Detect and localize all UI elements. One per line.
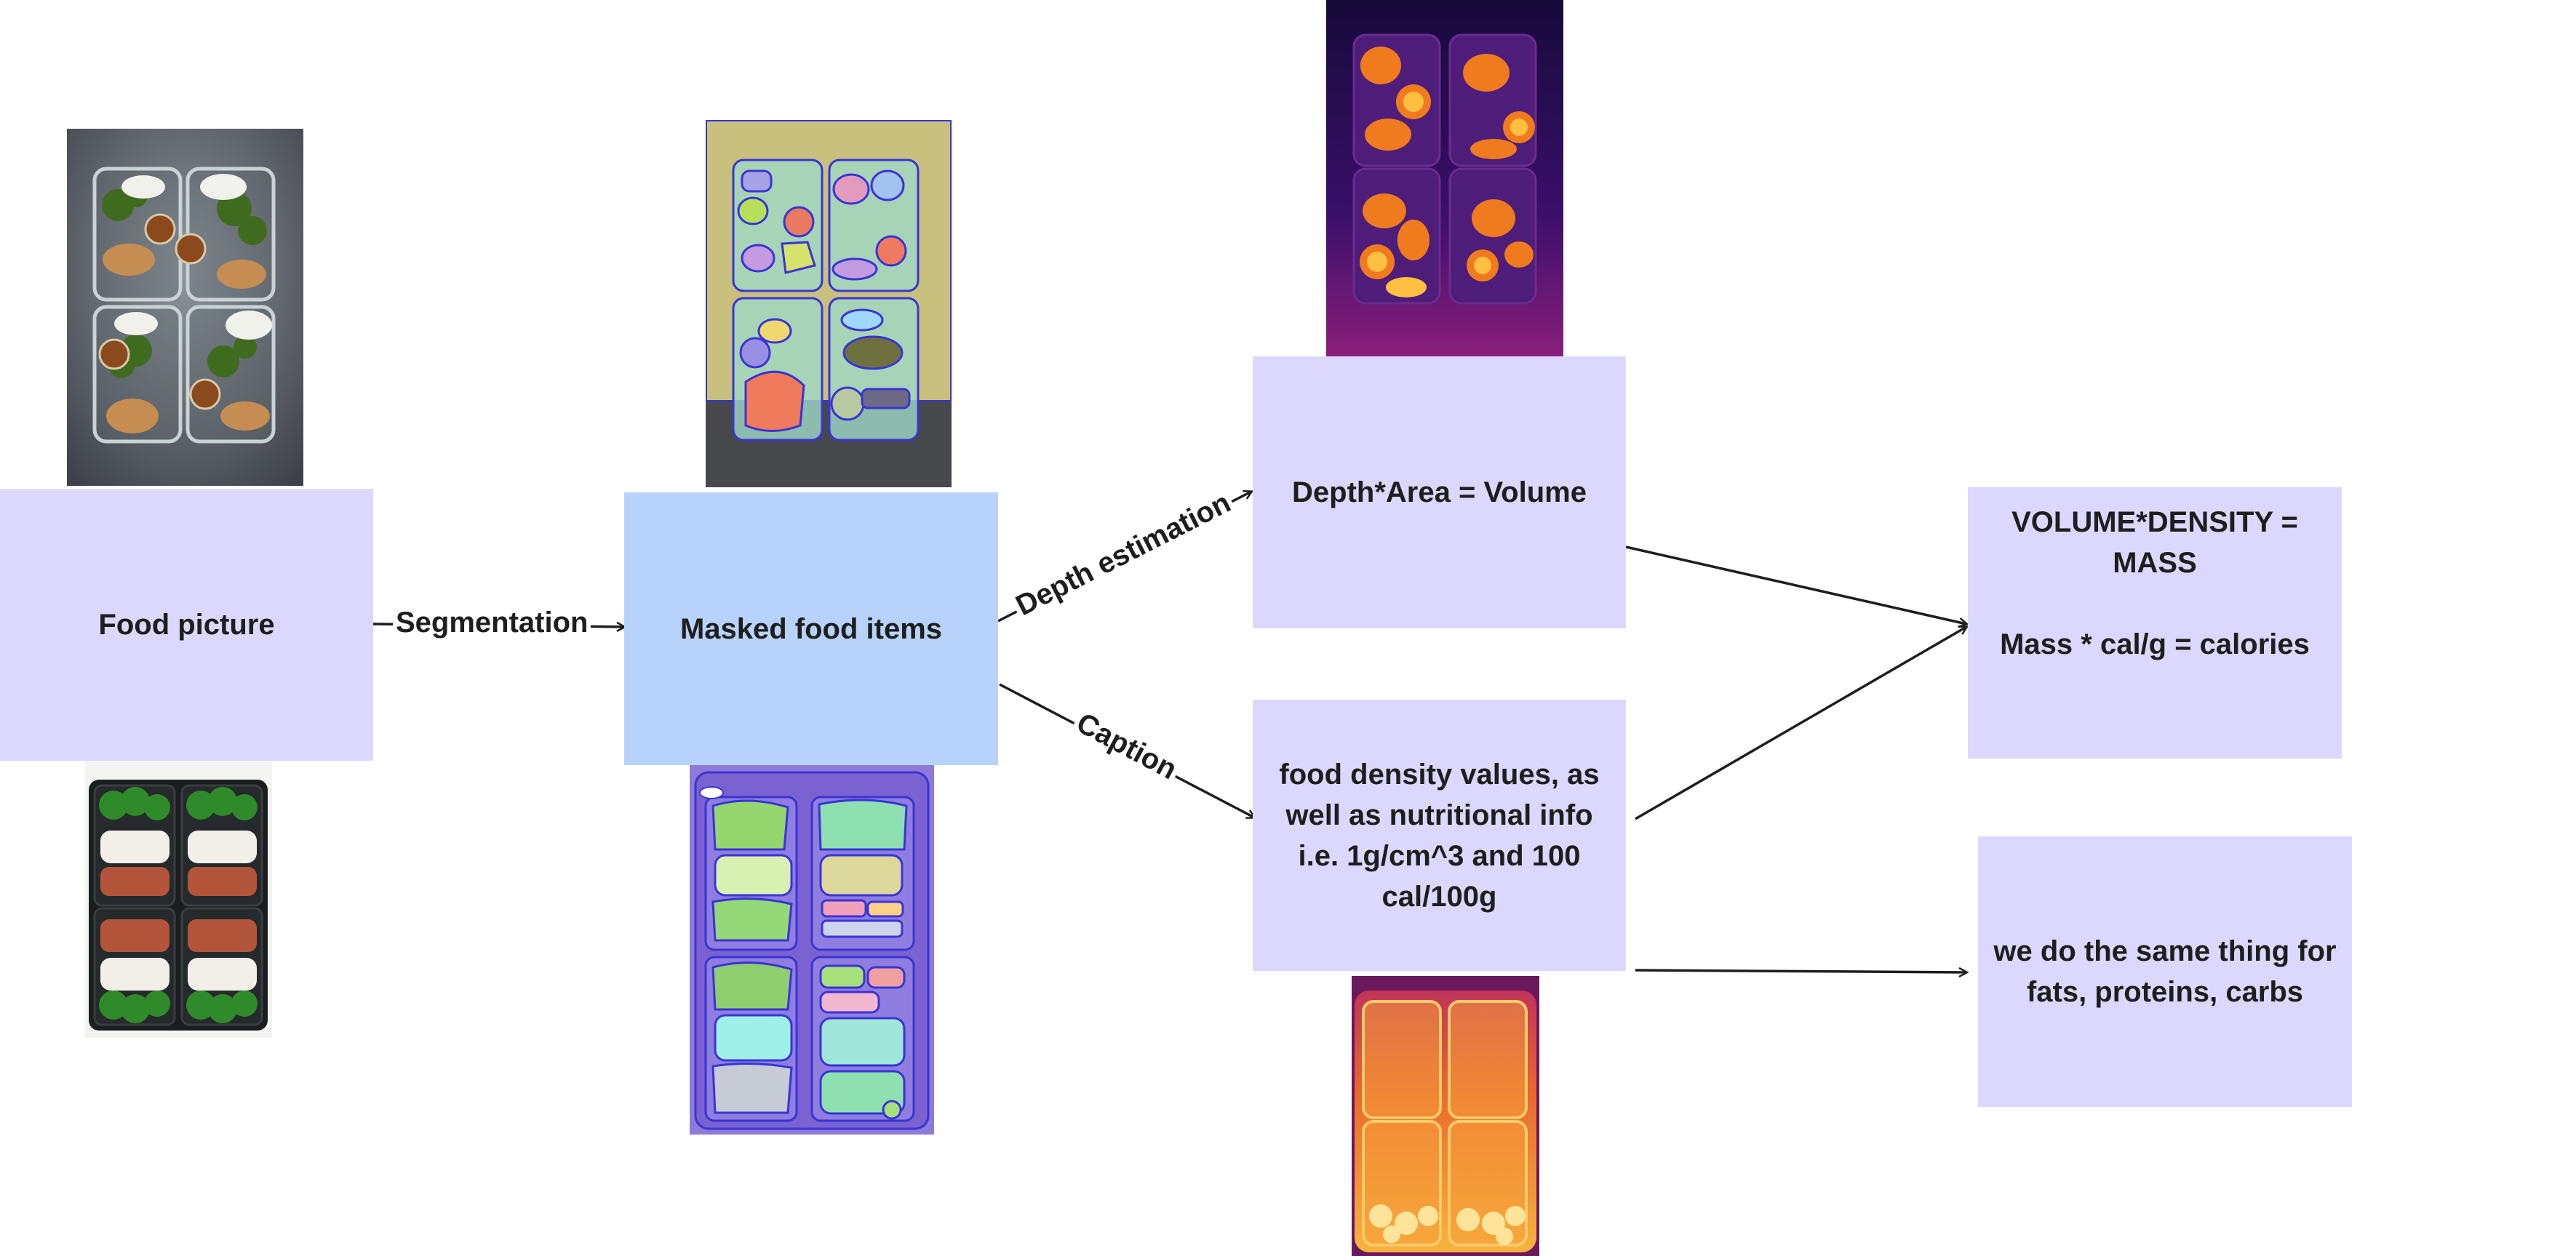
node-density: food density values, as well as nutritio… <box>1253 700 1626 971</box>
segmentation-mask-bottom <box>690 762 934 1135</box>
food-photo-top <box>67 129 303 486</box>
edge-density-to-mass <box>1635 627 1966 820</box>
edge-density-to-macros <box>1635 970 1966 972</box>
node-macros-label: we do the same thing for fats, proteins,… <box>1993 935 2337 1008</box>
node-mass-label: VOLUME*DENSITY = MASS Mass * cal/g = cal… <box>2000 506 2310 660</box>
node-density-label: food density values, as well as nutritio… <box>1279 758 1600 913</box>
node-food-picture-label: Food picture <box>98 609 275 641</box>
edge-volume-to-mass <box>1625 545 1966 624</box>
node-macros: we do the same thing for fats, proteins,… <box>1978 836 2352 1107</box>
node-food-picture: Food picture <box>0 489 373 761</box>
depth-map-top <box>1326 0 1563 356</box>
node-masked-food-items: Masked food items <box>624 492 998 765</box>
node-volume: Depth*Area = Volume <box>1253 356 1626 628</box>
node-volume-label: Depth*Area = Volume <box>1292 476 1587 508</box>
food-photo-bottom <box>84 758 272 1038</box>
node-masked-food-items-label: Masked food items <box>679 612 943 645</box>
label-segmentation: Segmentation <box>393 607 591 639</box>
node-mass: VOLUME*DENSITY = MASS Mass * cal/g = cal… <box>1968 487 2342 759</box>
depth-map-bottom <box>1352 976 1539 1256</box>
segmentation-mask-top <box>706 120 952 487</box>
